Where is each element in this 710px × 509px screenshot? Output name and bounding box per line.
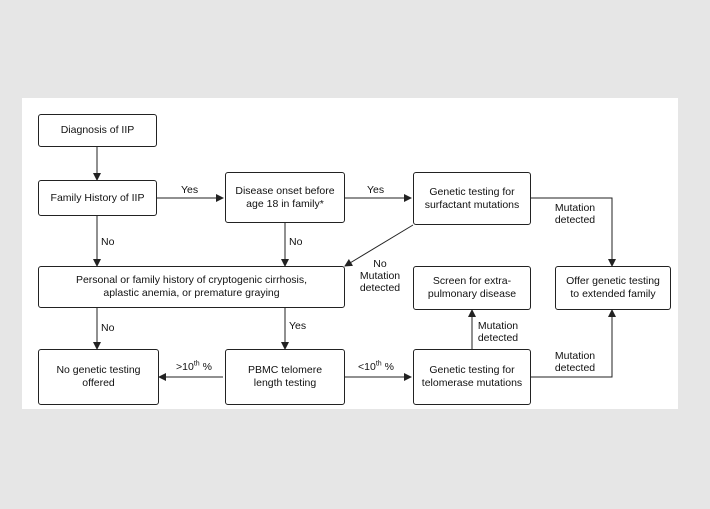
label-no-mutation: No Mutation detected	[359, 258, 401, 294]
edge-surfactant-no-mutation	[344, 224, 414, 267]
label-below-10-suffix: %	[381, 361, 394, 373]
label-mutation-detected-telomerase: Mutation detected	[554, 350, 596, 374]
node-surfactant-testing: Genetic testing for surfactant mutations	[413, 172, 531, 225]
node-no-testing: No genetic testing offered	[38, 349, 159, 405]
label-no-onset: No	[289, 236, 303, 248]
label-no-family: No	[101, 236, 115, 248]
label-no-personal: No	[101, 322, 115, 334]
label-mutation-detected-surfactant: Mutation detected	[554, 202, 596, 226]
label-below-10-sup: th	[375, 360, 382, 368]
node-telomerase-testing: Genetic testing for telomerase mutations	[413, 349, 531, 405]
label-yes-personal: Yes	[289, 320, 307, 332]
label-above-10-value: >10	[176, 361, 194, 373]
node-offer-family: Offer genetic testing to extended family	[555, 266, 671, 310]
node-screen-extra: Screen for extra-pulmonary disease	[413, 266, 531, 310]
node-family-history: Family History of IIP	[38, 180, 157, 216]
label-above-10-sup: th	[193, 360, 200, 368]
label-above-10th-percentile: >10th %	[176, 360, 212, 374]
node-diagnosis: Diagnosis of IIP	[38, 114, 157, 147]
label-yes-family: Yes	[181, 184, 199, 196]
label-mutation-detected-screen: Mutation detected	[477, 320, 519, 344]
label-below-10th-percentile: <10th %	[358, 360, 394, 374]
node-personal-history: Personal or family history of cryptogeni…	[38, 266, 345, 308]
node-pbmc: PBMC telomere length testing	[225, 349, 345, 405]
label-yes-onset: Yes	[367, 184, 385, 196]
edge-surfactant-to-offer	[531, 197, 616, 267]
node-disease-onset: Disease onset before age 18 in family*	[225, 172, 345, 223]
label-below-10-value: <10	[358, 361, 376, 373]
label-above-10-suffix: %	[199, 361, 212, 373]
edge-telomerase-to-offer	[531, 309, 616, 378]
